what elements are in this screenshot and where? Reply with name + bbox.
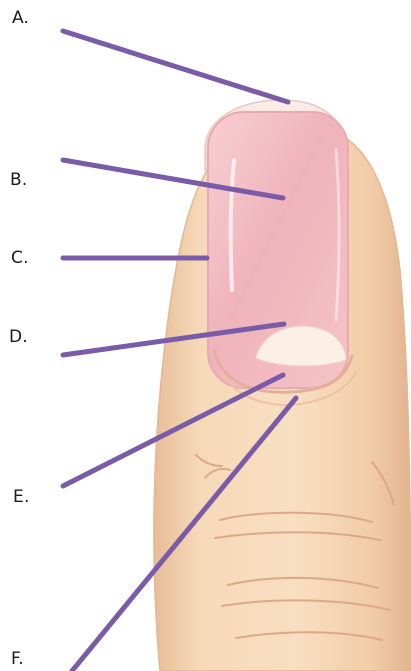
label-f: F. — [11, 651, 24, 668]
label-a: A. — [12, 10, 29, 27]
label-c: C. — [11, 250, 29, 267]
leader-line-a — [63, 31, 288, 102]
label-d: D. — [9, 329, 28, 346]
label-b: B. — [10, 172, 27, 189]
label-e: E. — [13, 489, 30, 506]
